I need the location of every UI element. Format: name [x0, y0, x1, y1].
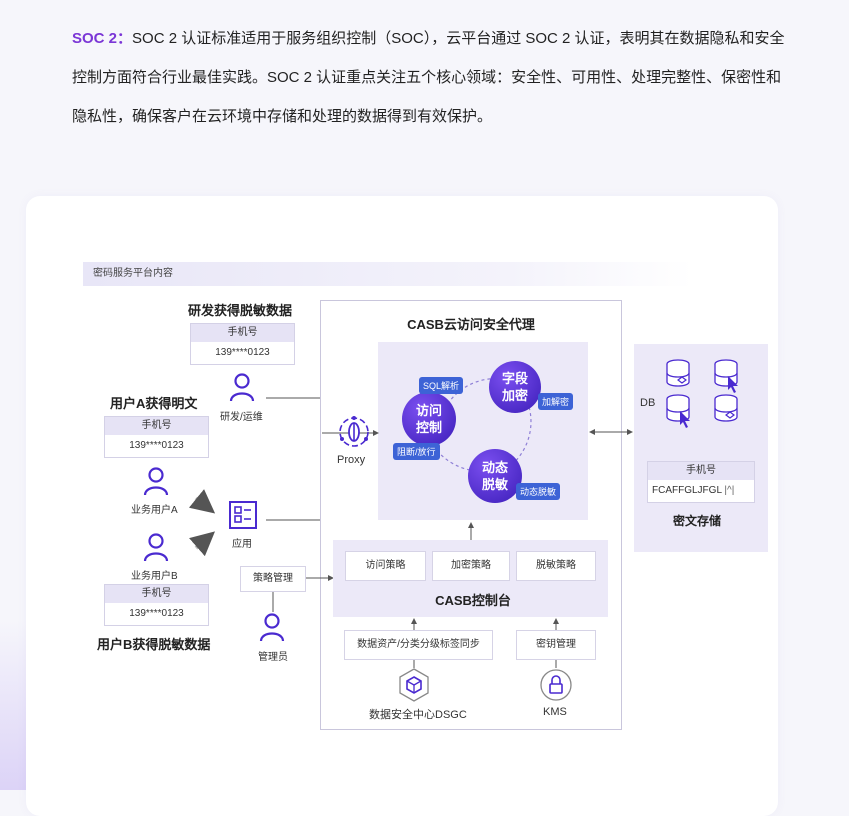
db-label: DB [640, 397, 656, 409]
db-cipher-value: FCAFFGLJFGL [652, 485, 722, 496]
dev-phone-box: 手机号 139****0123 [190, 323, 295, 365]
proxy-label: Proxy [337, 454, 366, 466]
dev-phone-value: 139****0123 [215, 347, 270, 358]
casb-proxy-title: CASB云访问安全代理 [407, 317, 535, 332]
admin-label: 管理员 [258, 652, 288, 663]
dynamic-masking-node: 动态 脱敏 [468, 449, 522, 503]
dev-user-icon [229, 373, 255, 402]
user-b-label: 业务用户B [131, 571, 178, 582]
application-label: 应用 [232, 539, 252, 550]
intro-paragraph: SOC 2：SOC 2 认证标准适用于服务组织控制（SOC），云平台通过 SOC… [72, 19, 792, 136]
access-policy-box: 访问策略 [345, 551, 426, 581]
db-phone-header: 手机号 [648, 462, 754, 480]
architecture-diagram: 密码服务平台内容 CASB云访问安全代理 [83, 262, 768, 730]
platform-banner: 密码服务平台内容 [83, 262, 693, 286]
user-a-phone-box: 手机号 139****0123 [104, 416, 209, 458]
user-a-title: 用户A获得明文 [110, 396, 198, 411]
database-icons [666, 359, 738, 428]
mask-policy-box: 脱敏策略 [516, 551, 596, 581]
field-encryption-node: 字段 加密 [489, 361, 541, 413]
db-panel [634, 344, 768, 552]
dynamic-mask-tag: 动态脱敏 [516, 483, 561, 500]
key-management-box: 密钥管理 [516, 630, 596, 660]
user-b-title: 用户B获得脱敏数据 [97, 637, 211, 652]
encrypt-policy-box: 加密策略 [432, 551, 510, 581]
sql-parse-tag: SQL解析 [419, 377, 464, 394]
casb-console-title: CASB控制台 [435, 593, 511, 608]
encrypt-decrypt-tag: 加解密 [538, 393, 574, 410]
user-a-label: 业务用户A [131, 505, 178, 516]
db-cipher-tail: |^| [724, 485, 735, 496]
block-allow-tag: 阻断/放行 [393, 443, 440, 460]
dsgc-icon [399, 668, 429, 702]
access-control-node: 访问 控制 [402, 392, 456, 446]
user-a-icon [143, 467, 169, 496]
dev-title: 研发获得脱敏数据 [188, 303, 293, 318]
user-b-phone-box: 手机号 139****0123 [104, 584, 209, 626]
dsgc-label: 数据安全中心DSGC [369, 709, 467, 721]
data-sync-box: 数据资产/分类分级标签同步 [344, 630, 493, 660]
dev-phone-header: 手机号 [191, 324, 294, 342]
dev-label: 研发/运维 [220, 412, 263, 423]
user-b-icon [143, 533, 169, 562]
intro-text: SOC 2 认证标准适用于服务组织控制（SOC），云平台通过 SOC 2 认证，… [72, 30, 785, 125]
kms-lock-icon [540, 669, 572, 701]
left-decoration [0, 620, 26, 790]
user-a-phone-value: 139****0123 [129, 440, 184, 451]
db-cipher-box: 手机号 FCAFFGLJFGL |^| [647, 461, 755, 503]
db-cipher-row: FCAFFGLJFGL |^| [648, 480, 754, 502]
admin-icon [259, 613, 285, 642]
policy-management-box: 策略管理 [240, 566, 306, 592]
user-a-phone-header: 手机号 [105, 417, 208, 435]
application-icon [229, 501, 257, 529]
db-caption: 密文存储 [673, 514, 722, 528]
intro-keyword: SOC 2： [72, 30, 133, 47]
user-b-phone-value: 139****0123 [129, 608, 184, 619]
kms-label: KMS [543, 706, 567, 718]
user-b-phone-header: 手机号 [105, 585, 208, 603]
proxy-icon [339, 416, 369, 447]
